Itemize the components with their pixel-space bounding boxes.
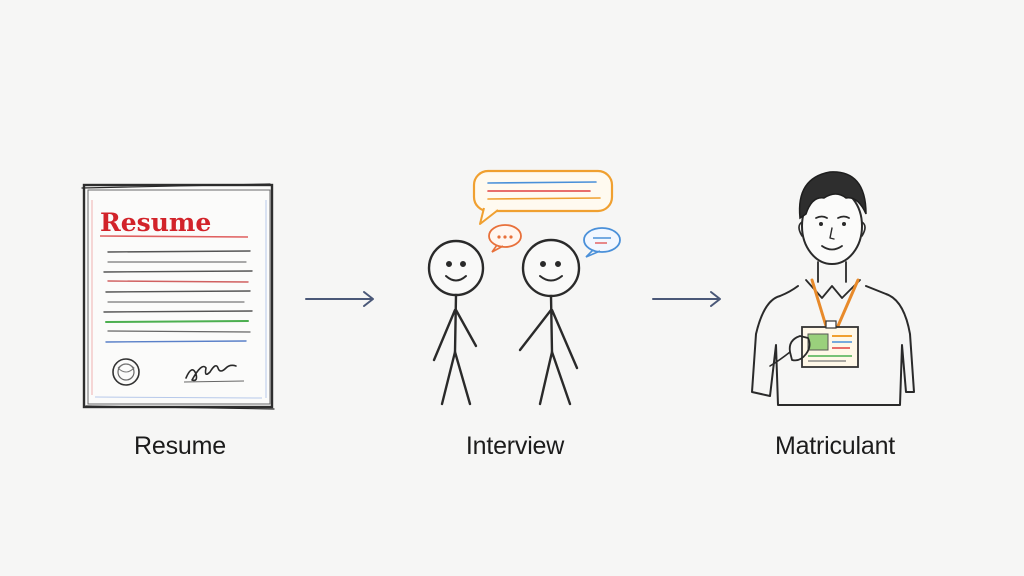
seal-stamp-icon [112,358,140,386]
step-label-matriculant: Matriculant [774,432,896,460]
interview-people-icon [427,169,621,406]
id-badge-icon [801,320,859,368]
small-speech-bubble-icon [583,227,621,258]
arrow-2-icon [652,291,721,307]
stick-figure-left-icon [427,239,485,406]
resume-document-icon: Resume [81,183,275,410]
arrow-1-icon [305,291,374,307]
step-label-resume: Resume [134,432,226,460]
stick-figure-right-icon [518,238,581,406]
student-with-badge-icon [751,171,915,406]
step-label-interview: Interview [465,432,565,460]
signature-icon [185,364,237,382]
small-speech-bubble-icon [488,224,522,253]
speech-bubble-icon [472,169,614,225]
resume-heading: Resume [100,208,211,237]
